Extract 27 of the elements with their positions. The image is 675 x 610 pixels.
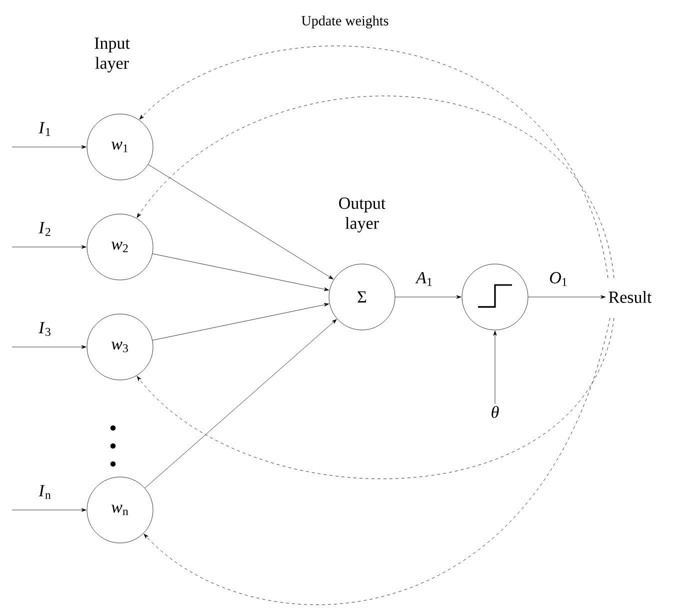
input-arrow <box>12 508 86 512</box>
feedback-arrow <box>136 96 614 278</box>
result-text: Result <box>608 291 652 303</box>
annotation-text: Update weights <box>302 16 388 28</box>
input-arrow <box>12 245 86 249</box>
step-function-circle <box>462 264 528 330</box>
arrow <box>528 295 606 299</box>
feedback-arrow <box>144 318 610 604</box>
arrow <box>144 319 337 488</box>
input-arrow <box>12 345 86 349</box>
feedback-arrow <box>136 318 614 478</box>
edge-label: I$_{n}$ <box>38 485 51 499</box>
edge-label: A$_{1}$ <box>415 272 432 286</box>
arrow <box>152 303 330 340</box>
arrow <box>493 330 497 404</box>
layer-heading: Input layer <box>94 38 130 72</box>
threshold-symbol: θ <box>492 406 499 418</box>
edge-label: I$_{2}$ <box>38 222 50 236</box>
arrow <box>148 164 334 280</box>
edge-label: O$_{1}$ <box>550 272 567 286</box>
edge-label: I$_{1}$ <box>38 122 50 136</box>
arrow <box>152 254 330 291</box>
arrow <box>395 295 462 299</box>
edge-label: I$_{3}$ <box>38 322 50 336</box>
layer-heading: Output layer <box>339 198 386 232</box>
input-arrow <box>12 145 86 149</box>
feedback-arrow <box>139 46 608 278</box>
